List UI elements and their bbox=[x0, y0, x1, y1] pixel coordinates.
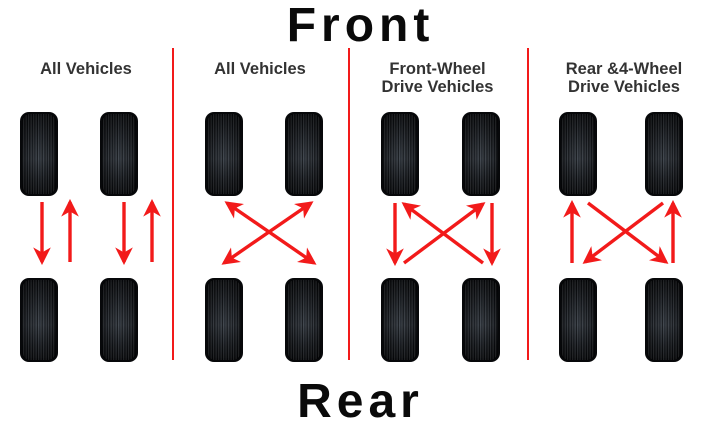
panel-all-vehicles-cross: All Vehicles bbox=[172, 60, 348, 370]
panel-front-wheel-drive: Front-Wheel Drive Vehicles bbox=[348, 60, 527, 370]
tire-front-left bbox=[381, 112, 419, 196]
tire-front-right bbox=[462, 112, 500, 196]
panel-divider-2 bbox=[348, 48, 350, 360]
tire-rear-right bbox=[100, 278, 138, 362]
tire-rear-left bbox=[205, 278, 243, 362]
tire-rear-right bbox=[645, 278, 683, 362]
panel-rear-and-four-wheel-drive: Rear &4-Wheel Drive Vehicles bbox=[527, 60, 721, 370]
panel-2-title: All Vehicles bbox=[214, 60, 306, 78]
panel-1-title: All Vehicles bbox=[40, 60, 132, 78]
tire-rear-left bbox=[381, 278, 419, 362]
tire-front-right bbox=[285, 112, 323, 196]
tire-rear-left bbox=[559, 278, 597, 362]
tire-front-right bbox=[100, 112, 138, 196]
tire-front-left bbox=[559, 112, 597, 196]
tire-rear-right bbox=[285, 278, 323, 362]
front-orientation-label: Front bbox=[286, 0, 435, 52]
tire-rear-right bbox=[462, 278, 500, 362]
panel-divider-3 bbox=[527, 48, 529, 360]
tire-front-right bbox=[645, 112, 683, 196]
rear-orientation-label: Rear bbox=[297, 375, 424, 428]
tire-front-left bbox=[205, 112, 243, 196]
panel-4-title: Rear &4-Wheel Drive Vehicles bbox=[565, 60, 683, 97]
tire-front-left bbox=[20, 112, 58, 196]
panel-all-vehicles-straight: All Vehicles bbox=[0, 60, 172, 370]
panel-divider-1 bbox=[172, 48, 174, 360]
panel-3-title: Front-Wheel Drive Vehicles bbox=[381, 60, 494, 97]
tire-rear-left bbox=[20, 278, 58, 362]
